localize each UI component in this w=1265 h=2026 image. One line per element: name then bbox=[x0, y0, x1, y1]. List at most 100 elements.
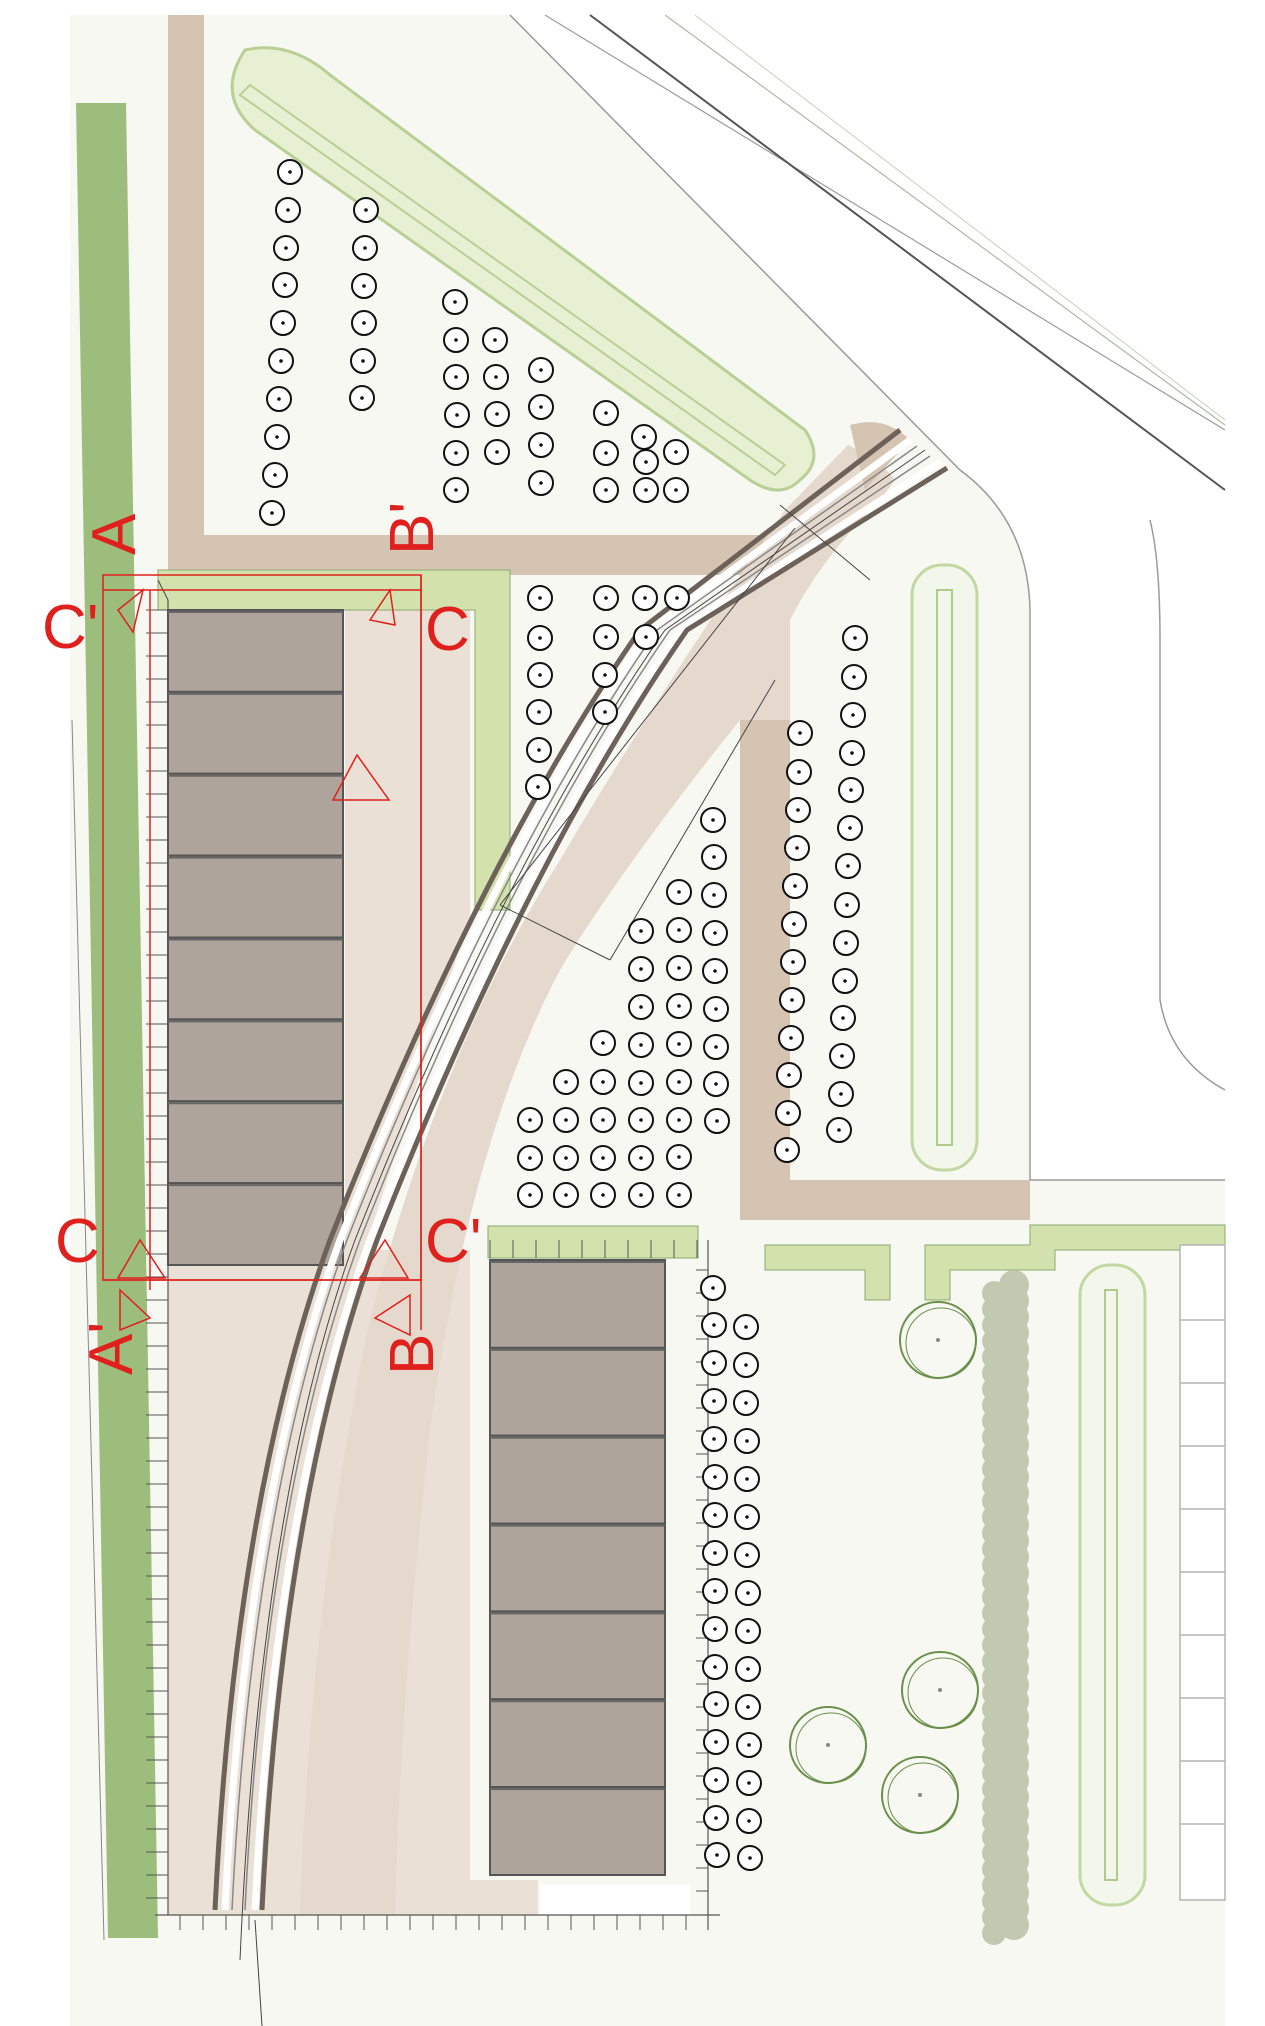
column-icon bbox=[704, 1108, 730, 1134]
section-marker-icon bbox=[358, 1238, 410, 1279]
building-module bbox=[167, 1018, 344, 1103]
column-icon bbox=[443, 327, 469, 353]
road-surface bbox=[510, 15, 1225, 1180]
path bbox=[168, 535, 778, 575]
column-icon bbox=[735, 1694, 761, 1720]
path bbox=[740, 720, 790, 1220]
column-icon bbox=[277, 159, 303, 185]
column-icon bbox=[528, 394, 554, 420]
road-curb bbox=[1149, 519, 1226, 1091]
building-module bbox=[489, 1259, 666, 1349]
column-icon bbox=[826, 1117, 852, 1143]
section-marker-icon bbox=[119, 1288, 152, 1332]
planter-vertical bbox=[1078, 1263, 1147, 1907]
green-belt bbox=[76, 103, 158, 1938]
column-icon bbox=[483, 364, 509, 390]
column-icon bbox=[779, 987, 805, 1013]
column-icon bbox=[528, 470, 554, 496]
column-icon bbox=[841, 664, 867, 690]
column-icon bbox=[528, 357, 554, 383]
column-icon bbox=[527, 662, 553, 688]
column-icon bbox=[633, 477, 659, 503]
road-line bbox=[694, 14, 1226, 421]
column-icon bbox=[592, 662, 618, 688]
column-icon bbox=[704, 1842, 730, 1868]
column-icon bbox=[270, 310, 296, 336]
column-icon bbox=[781, 911, 807, 937]
column-icon bbox=[553, 1107, 579, 1133]
column-icon bbox=[272, 272, 298, 298]
column-icon bbox=[633, 624, 659, 650]
column-icon bbox=[666, 917, 692, 943]
column-icon bbox=[590, 1145, 616, 1171]
column-icon bbox=[628, 918, 654, 944]
building-module bbox=[489, 1786, 666, 1876]
column-icon bbox=[776, 1062, 802, 1088]
column-icon bbox=[700, 807, 726, 833]
section-marker-icon bbox=[331, 753, 391, 801]
section-marker-icon bbox=[373, 1293, 411, 1337]
column-icon bbox=[273, 235, 299, 261]
column-icon bbox=[666, 879, 692, 905]
column-icon bbox=[628, 1070, 654, 1096]
lawn-strip bbox=[764, 1244, 891, 1301]
column-icon bbox=[701, 1388, 727, 1414]
column-icon bbox=[666, 1031, 692, 1057]
column-icon bbox=[526, 737, 552, 763]
column-icon bbox=[484, 439, 510, 465]
column-icon bbox=[631, 424, 657, 450]
column-icon bbox=[785, 797, 811, 823]
column-icon bbox=[832, 968, 858, 994]
tree-icon bbox=[901, 1651, 979, 1729]
column-icon bbox=[702, 1616, 728, 1642]
column-icon bbox=[517, 1145, 543, 1171]
section-label-c-prime-bottom: C' bbox=[425, 1207, 482, 1276]
tree-icon bbox=[881, 1756, 959, 1834]
column-icon bbox=[829, 1043, 855, 1069]
column-icon bbox=[703, 1805, 729, 1831]
column-icon bbox=[443, 364, 469, 390]
column-icon bbox=[666, 955, 692, 981]
tree-icon bbox=[899, 1301, 977, 1379]
column-icon bbox=[264, 424, 290, 450]
section-label-c-prime-top: C' bbox=[42, 593, 99, 662]
column-icon bbox=[517, 1182, 543, 1208]
column-icon bbox=[525, 774, 551, 800]
section-lines bbox=[102, 574, 422, 1337]
column-icon bbox=[593, 624, 619, 650]
building-west bbox=[167, 609, 344, 1266]
column-icon bbox=[517, 1107, 543, 1133]
column-icon bbox=[590, 1030, 616, 1056]
parking-bays bbox=[1179, 1244, 1226, 1901]
column-icon bbox=[443, 477, 469, 503]
column-icon bbox=[734, 1542, 760, 1568]
column-icon bbox=[734, 1428, 760, 1454]
column-icon bbox=[259, 500, 285, 526]
road-line bbox=[544, 14, 1226, 431]
building-module bbox=[489, 1346, 666, 1437]
tree-icon bbox=[789, 1706, 867, 1784]
column-icon bbox=[553, 1069, 579, 1095]
column-icon bbox=[593, 585, 619, 611]
column-icon bbox=[830, 1005, 856, 1031]
column-icon bbox=[592, 699, 618, 725]
column-icon bbox=[703, 1071, 729, 1097]
section-label-c-bottom: C bbox=[55, 1207, 100, 1276]
plaza-white bbox=[540, 1885, 690, 1915]
column-icon bbox=[775, 1100, 801, 1126]
column-icon bbox=[350, 348, 376, 374]
column-icon bbox=[733, 1390, 759, 1416]
column-icon bbox=[828, 1081, 854, 1107]
road-edge bbox=[509, 14, 1031, 1180]
column-icon bbox=[444, 402, 470, 428]
column-icon bbox=[733, 1352, 759, 1378]
column-icon bbox=[352, 235, 378, 261]
column-icon bbox=[262, 462, 288, 488]
column-icon bbox=[527, 585, 553, 611]
column-icon bbox=[735, 1580, 761, 1606]
column-icon bbox=[702, 1464, 728, 1490]
section-label-b-prime: B' bbox=[378, 502, 447, 555]
column-icon bbox=[703, 1767, 729, 1793]
column-icon bbox=[837, 815, 863, 841]
column-icon bbox=[702, 920, 728, 946]
